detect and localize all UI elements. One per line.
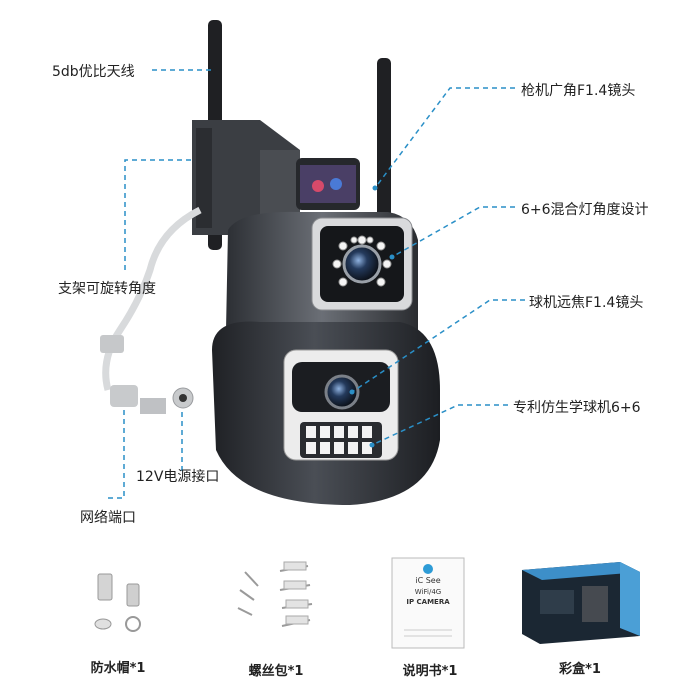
label-power-port: 12V电源接口 — [136, 469, 220, 485]
cable — [102, 206, 202, 391]
label-bracket: 支架可旋转角度 — [58, 281, 156, 297]
caption-color-box: 彩盒*1 — [559, 662, 601, 677]
caption-screw-pack: 螺丝包*1 — [248, 664, 304, 679]
callout-line-tele-lens — [351, 299, 525, 393]
caption-manual: 说明书*1 — [402, 664, 458, 679]
callout-line-power — [178, 412, 183, 471]
tele-lens — [324, 374, 360, 410]
manual-icon — [391, 557, 465, 649]
callout-line-lights — [391, 206, 515, 258]
label-patent: 专利仿生学球机6+6 — [513, 400, 641, 416]
color-box-icon — [522, 562, 640, 644]
antenna-right — [377, 58, 391, 233]
caption-waterproof-cap: 防水帽*1 — [90, 661, 146, 676]
manual-line1: WiFi/4G — [414, 588, 442, 596]
callout-line-bracket — [124, 159, 195, 270]
label-network-port: 网络端口 — [80, 510, 136, 526]
callout-line-wide-lens — [374, 87, 515, 189]
wide-lens — [342, 244, 382, 284]
waterproof-cap-icon — [94, 573, 141, 632]
callout-line-network — [108, 410, 125, 499]
manual-line2: IP CAMERA — [406, 598, 450, 606]
label-tele-lens: 球机远焦F1.4镜头 — [529, 295, 644, 311]
label-lights: 6+6混合灯角度设计 — [521, 202, 649, 218]
callout-line-patent — [371, 404, 508, 446]
label-wide-lens: 枪机广角F1.4镜头 — [521, 83, 636, 99]
label-antenna: 5db优比天线 — [52, 64, 135, 80]
screw-pack-icon — [237, 561, 313, 627]
manual-brand: iC See — [415, 576, 441, 585]
